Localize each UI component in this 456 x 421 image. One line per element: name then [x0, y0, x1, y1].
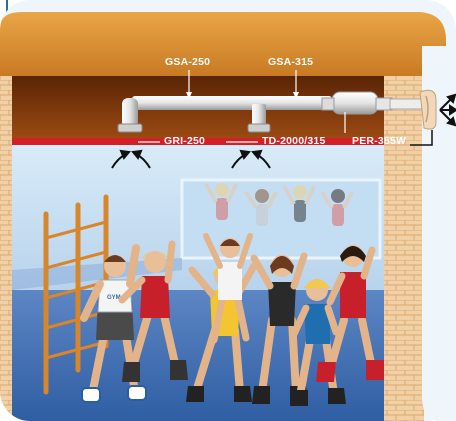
duct-drop-center — [252, 104, 266, 128]
label-per-grille: PER-355W — [352, 135, 407, 147]
dancers: GYM — [80, 233, 384, 406]
left-brick-wall — [0, 76, 12, 421]
label-gsa-250: GSA-250 — [165, 56, 211, 68]
airflow-arrow-icon — [111, 149, 271, 169]
svg-text:GYM: GYM — [107, 295, 121, 301]
label-gri-250: GRI-250 — [164, 135, 206, 147]
main-duct — [132, 96, 332, 110]
inline-fan — [331, 91, 379, 115]
duct-band — [10, 138, 420, 145]
exhaust-arrows — [439, 93, 456, 127]
label-leaders — [138, 70, 346, 143]
label-gsa-315: GSA-315 — [268, 56, 314, 68]
dancer-blue-suit — [290, 279, 346, 406]
duct-system — [117, 91, 431, 133]
roof — [0, 12, 446, 76]
label-td-fan: TD-2000/315 — [262, 135, 326, 147]
dancer-white-top — [203, 233, 253, 344]
dancer-black-suit — [250, 252, 308, 404]
mirror-reflections — [204, 183, 354, 226]
dancer-red-suit-right — [316, 245, 384, 382]
dancer-red-top-left — [118, 240, 188, 382]
right-brick-wall — [384, 76, 424, 421]
mirror — [180, 178, 382, 260]
duct-drop-left — [122, 98, 138, 128]
dancer-gym-shirt: GYM — [80, 244, 147, 403]
